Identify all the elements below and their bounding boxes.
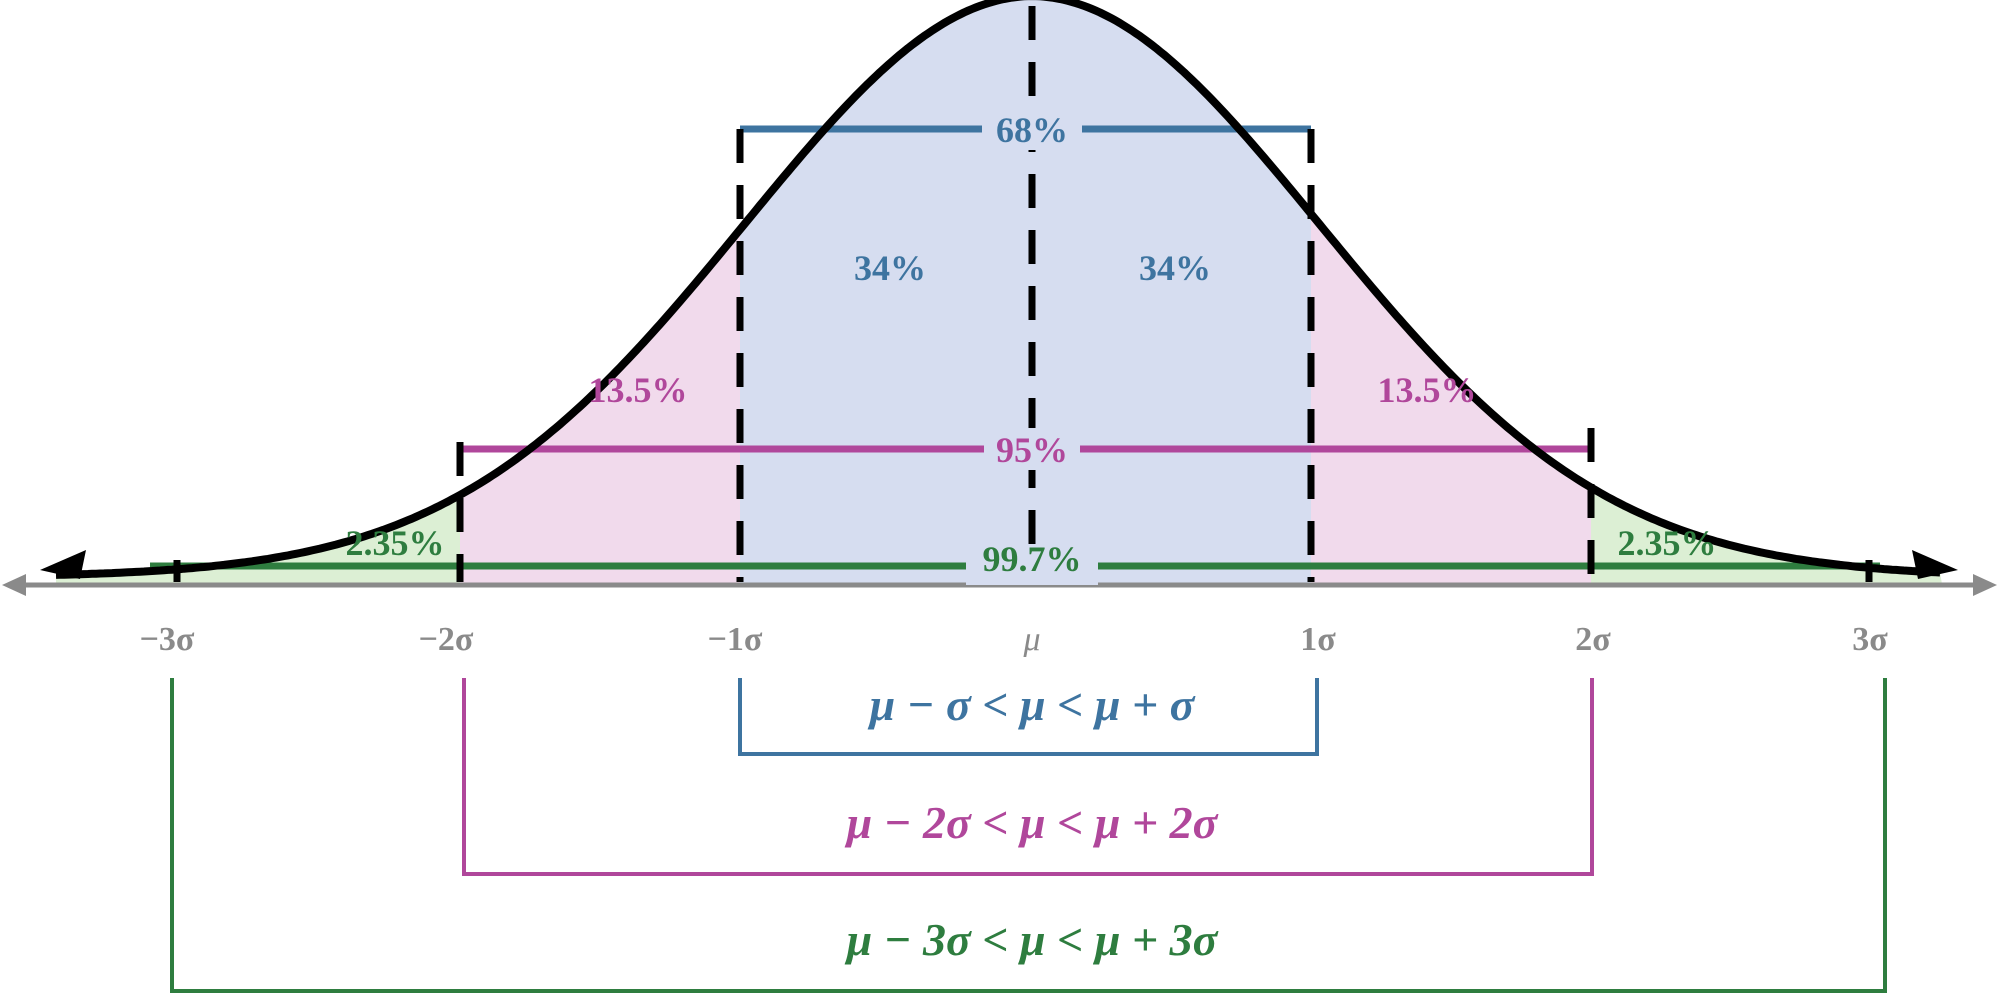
curve-arrow-right-icon <box>1912 550 1958 579</box>
band-label-997-bg <box>966 545 1098 585</box>
one-sigma-inequality: μ − σ < μ < μ + σ <box>868 679 1196 730</box>
band-label-68-bg <box>982 108 1082 150</box>
pink-region-left-fill <box>460 0 740 584</box>
axis-arrow-left-icon <box>2 574 26 596</box>
region-label-left-center: 34% <box>854 248 926 288</box>
band-label-997: 99.7% <box>983 539 1082 579</box>
axis-label-minus-1-sigma: −1σ <box>708 621 763 658</box>
region-label-left-tail: 2.35% <box>346 523 445 563</box>
region-label-right-mid: 13.5% <box>1378 370 1477 410</box>
region-label-left-mid: 13.5% <box>589 370 688 410</box>
three-sigma-bracket <box>170 678 1887 993</box>
pink-region-right-fill <box>1311 0 1591 584</box>
axis-label-mean: μ <box>1022 621 1040 658</box>
one-sigma-bracket <box>738 678 1319 756</box>
band-label-95-bg <box>984 428 1080 470</box>
green-tail-right-fill <box>1590 0 1942 584</box>
axis-label-plus-1-sigma: 1σ <box>1300 621 1336 658</box>
shaded-regions <box>56 0 1942 584</box>
band-label-68: 68% <box>996 110 1068 150</box>
axis-label-plus-3-sigma: 3σ <box>1852 621 1888 658</box>
region-label-right-center: 34% <box>1139 248 1211 288</box>
axis-label-minus-3-sigma: −3σ <box>140 621 195 658</box>
axis-label-minus-2-sigma: −2σ <box>419 621 474 658</box>
sigma-dividers <box>456 6 1595 582</box>
axis-arrow-right-icon <box>1973 574 1997 596</box>
two-sigma-inequality: μ − 2σ < μ < μ + 2σ <box>845 797 1219 848</box>
three-sigma-inequality: μ − 3σ < μ < μ + 3σ <box>845 914 1219 965</box>
band-label-95: 95% <box>996 430 1068 470</box>
blue-region-fill <box>740 0 1311 584</box>
bell-curve <box>55 0 1941 579</box>
region-label-right-tail: 2.35% <box>1618 523 1717 563</box>
two-sigma-bracket <box>462 678 1594 876</box>
green-tail-left-fill <box>56 0 460 584</box>
axis-label-plus-2-sigma: 2σ <box>1575 621 1611 658</box>
curve-arrow-left-icon <box>40 550 86 579</box>
